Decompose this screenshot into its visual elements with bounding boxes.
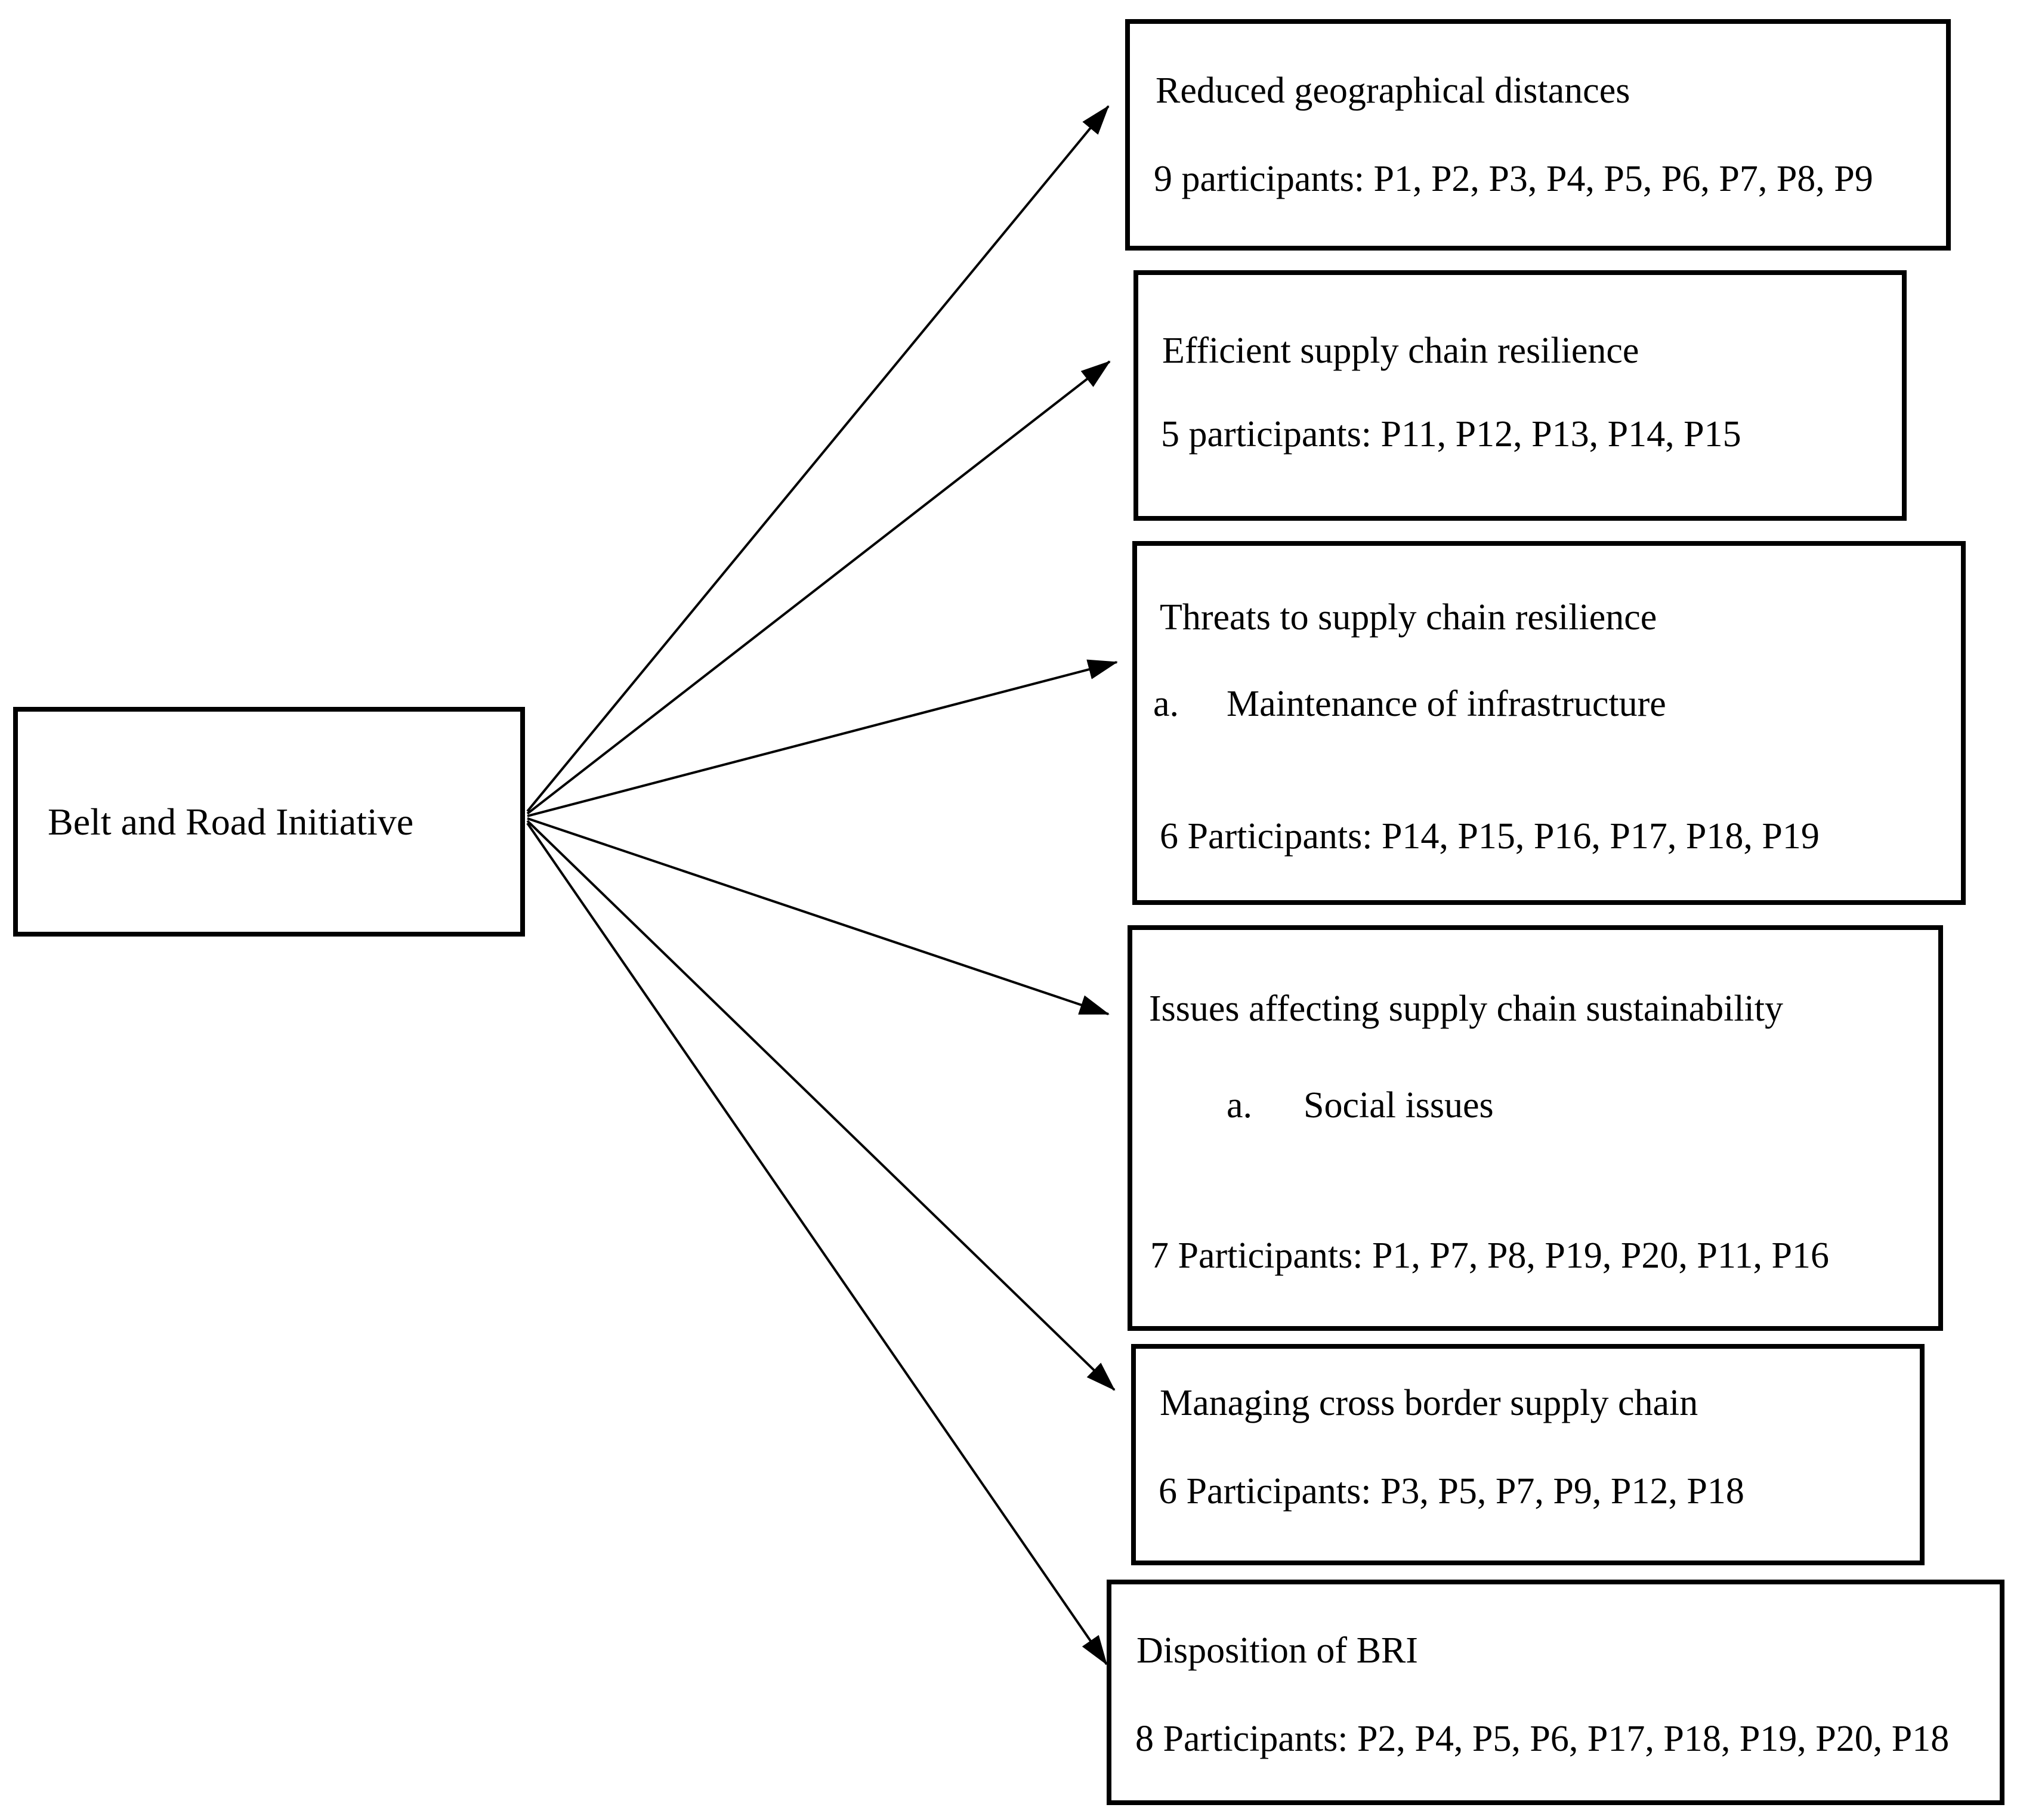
root-node-belt-and-road-initiative: Belt and Road Initiative [13, 707, 525, 937]
theme-title: Efficient supply chain resilience [1162, 330, 1639, 371]
participants-line: 7 Participants: P1, P7, P8, P19, P20, P1… [1150, 1235, 1830, 1276]
participants-line: 6 Participants: P14, P15, P16, P17, P18,… [1160, 816, 1820, 857]
theme-title: Issues affecting supply chain sustainabi… [1149, 988, 1783, 1029]
theme-title: Reduced geographical distances [1156, 70, 1630, 111]
sub-item: a. Maintenance of infrastructure [1153, 680, 1666, 728]
arrow-to-issues-affecting-sustainability [527, 817, 1110, 1015]
theme-node-threats-to-supply-chain-resilience: Threats to supply chain resilience a. Mai… [1132, 541, 1966, 905]
theme-title: Threats to supply chain resilience [1160, 597, 1657, 638]
sub-item-label: Maintenance of infrastructure [1227, 684, 1666, 724]
theme-node-issues-affecting-sustainability: Issues affecting supply chain sustainabi… [1128, 925, 1943, 1331]
theme-node-reduced-geographical-distances: Reduced geographical distances 9 partici… [1125, 19, 1951, 251]
arrow-to-reduced-geographical-distances [526, 105, 1110, 812]
participants-line: 5 participants: P11, P12, P13, P14, P15 [1161, 414, 1741, 455]
sub-item: a. Social issues [1227, 1082, 1494, 1129]
arrow-to-threats-to-supply-chain-resilience [527, 659, 1118, 817]
root-node-label: Belt and Road Initiative [48, 800, 414, 843]
arrow-to-efficient-supply-chain-resilience [526, 360, 1111, 815]
sub-item-marker: a. [1153, 684, 1179, 724]
sub-item-marker: a. [1227, 1085, 1253, 1126]
arrow-to-disposition-of-bri [526, 822, 1108, 1665]
arrow-to-managing-cross-border-supply-chain [526, 820, 1116, 1391]
theme-node-efficient-supply-chain-resilience: Efficient supply chain resilience 5 part… [1133, 270, 1907, 521]
theme-title: Managing cross border supply chain [1160, 1383, 1698, 1423]
theme-node-managing-cross-border-supply-chain: Managing cross border supply chain 6 Par… [1131, 1344, 1925, 1565]
theme-title: Disposition of BRI [1136, 1630, 1418, 1671]
participants-line: 9 participants: P1, P2, P3, P4, P5, P6, … [1154, 159, 1873, 199]
sub-item-label: Social issues [1304, 1085, 1494, 1126]
participants-line: 8 Participants: P2, P4, P5, P6, P17, P18… [1135, 1719, 1950, 1759]
participants-line: 6 Participants: P3, P5, P7, P9, P12, P18 [1159, 1471, 1744, 1512]
theme-node-disposition-of-bri: Disposition of BRI 8 Participants: P2, P… [1107, 1580, 2004, 1805]
